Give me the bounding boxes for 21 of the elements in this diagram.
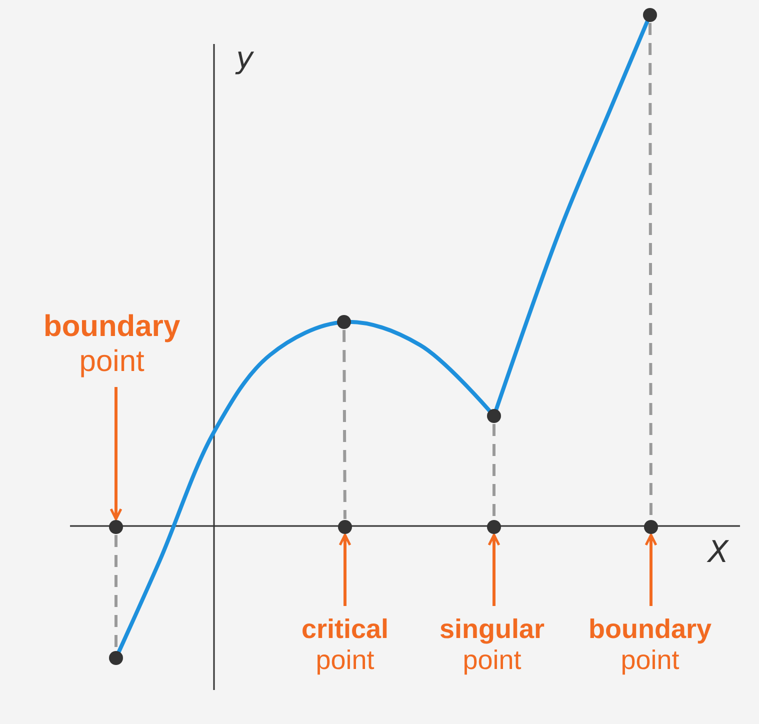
axis-label: y xyxy=(236,44,254,74)
pointer-arrow xyxy=(488,534,500,606)
point-marker xyxy=(338,520,352,534)
callout-label: critical point xyxy=(302,614,389,676)
projection-line xyxy=(342,330,346,519)
projection-line xyxy=(114,535,118,650)
point-marker xyxy=(643,8,657,22)
callout-label: boundary point xyxy=(588,614,712,676)
point-marker xyxy=(644,520,658,534)
point-marker xyxy=(487,520,501,534)
point-marker xyxy=(109,520,123,534)
pointer-arrow xyxy=(110,387,122,520)
point-marker xyxy=(337,315,351,329)
callout-label: boundary point xyxy=(44,310,180,379)
pointer-arrow xyxy=(338,534,352,606)
callout-label: singular point xyxy=(440,614,545,676)
axis-label: X xyxy=(708,538,729,568)
pointer-arrow xyxy=(644,534,658,606)
point-marker xyxy=(109,651,123,665)
point-marker xyxy=(487,409,501,423)
projection-line xyxy=(492,424,496,519)
